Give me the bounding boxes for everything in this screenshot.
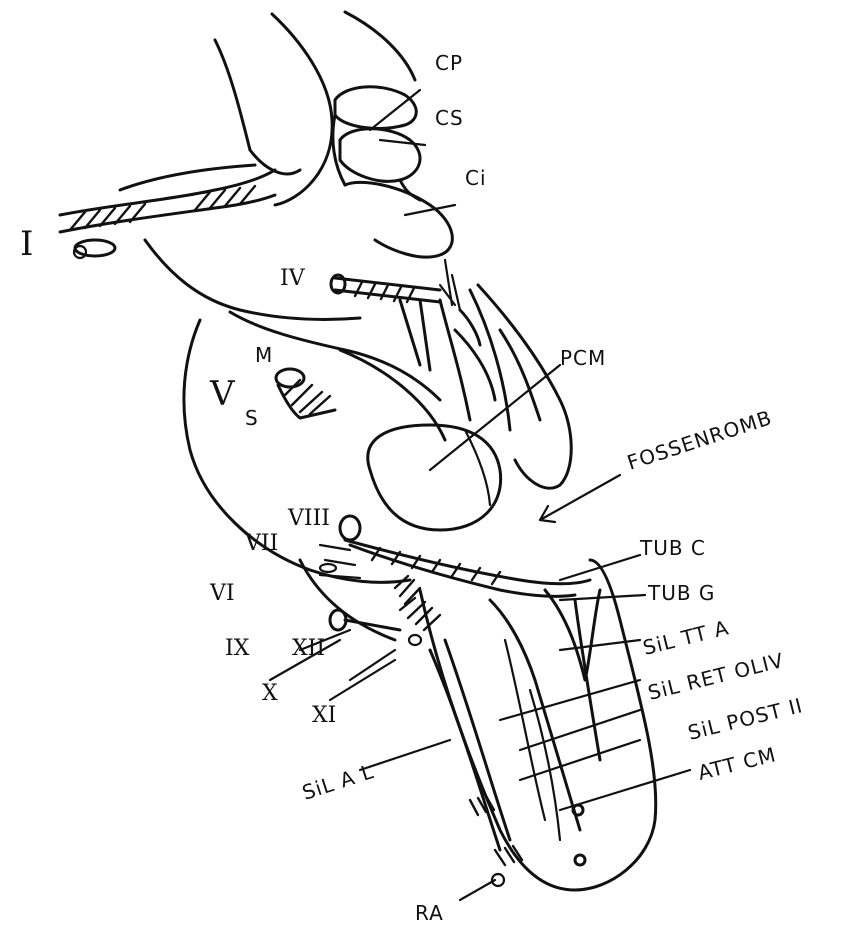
label-att-cm: ATT CM (695, 742, 778, 785)
label-nerve-xii: XII (292, 636, 325, 661)
label-nerve-xi: XI (312, 703, 336, 728)
label-nerve-vii: VII (244, 531, 278, 556)
label-sil-ret-oliv: SiL RET OLIV (645, 648, 786, 705)
label-nerve-vi: VI (209, 581, 235, 606)
label-sil-post: SiL POST II (685, 693, 805, 745)
label-tub-c: TUB C (639, 536, 706, 560)
label-cp: CP (435, 51, 463, 75)
cp-mound (335, 87, 416, 129)
label-ci: Ci (465, 166, 487, 190)
labels: CP CS Ci I IV PCM V M S FOSSENROMB VIII … (20, 51, 805, 925)
label-fossa: FOSSENROMB (624, 405, 775, 474)
midbrain-outline (120, 12, 415, 205)
ci-mound (345, 182, 452, 257)
label-nerve-x: X (262, 681, 278, 706)
olfactory-tract (60, 170, 275, 258)
label-nerve-ix: IX (225, 636, 250, 661)
cerebellar-peduncle-columns (440, 285, 571, 488)
label-nerve-v: V (209, 374, 236, 414)
label-tub-g: TUB G (647, 581, 715, 605)
label-v-s: S (245, 406, 259, 430)
olfactory-bulb (75, 240, 115, 256)
cs-mound (340, 129, 420, 182)
label-v-m: M (255, 343, 273, 367)
medulla-outline (420, 560, 656, 890)
label-nerve-viii: VIII (287, 506, 330, 531)
label-pcm: PCM (560, 346, 606, 370)
mcp-section (368, 425, 501, 530)
trigeminal-root (276, 369, 335, 418)
label-sil-a-l: SiL A L (299, 759, 377, 805)
label-sil-tt-a: SiL TT A (640, 615, 731, 660)
label-ra: RA (415, 901, 444, 925)
label-cs: CS (435, 106, 464, 130)
label-nerve-iv: IV (280, 266, 306, 291)
pontomedullary-junction (340, 516, 590, 596)
label-nerve-i: I (20, 224, 33, 264)
